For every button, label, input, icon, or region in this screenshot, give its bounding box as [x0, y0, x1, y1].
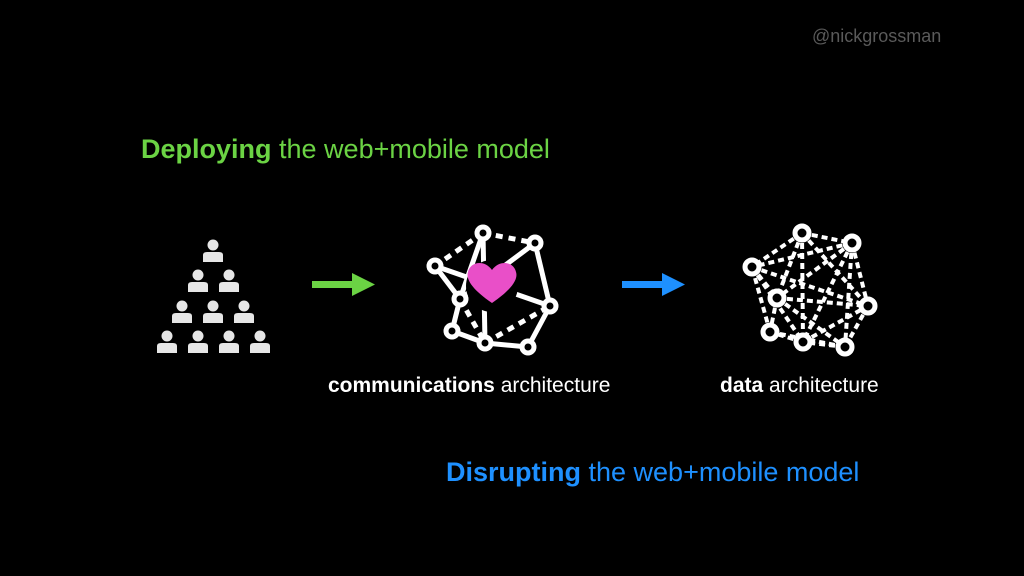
- mesh-link: [750, 231, 804, 269]
- top-headline-rest: the web+mobile model: [271, 134, 550, 164]
- mesh-link: [843, 305, 870, 348]
- mesh-link: [802, 304, 869, 344]
- caption-rest: architecture: [494, 374, 611, 397]
- bottom-headline-rest: the web+mobile model: [581, 457, 860, 487]
- network-heart-icon: [426, 224, 559, 356]
- author-handle: @nickgrossman: [812, 26, 942, 46]
- mesh-node: [858, 296, 878, 316]
- mesh-node: [793, 332, 813, 352]
- network-node: [426, 257, 444, 275]
- mesh-link: [801, 242, 854, 343]
- network-node: [474, 224, 492, 242]
- person-icon: [219, 330, 239, 353]
- network-link: [532, 242, 553, 307]
- mesh-node: [835, 337, 855, 357]
- mesh-link: [775, 232, 804, 299]
- person-icon: [188, 330, 208, 353]
- mesh-link: [850, 242, 870, 307]
- caption-bold: communications: [328, 374, 495, 397]
- network-node: [443, 322, 461, 340]
- network-node: [541, 297, 559, 315]
- mesh-link: [775, 296, 847, 349]
- network-link-dashed: [433, 230, 485, 269]
- top-headline: Deploying the web+mobile model: [141, 134, 550, 165]
- person-icon: [219, 269, 239, 292]
- person-icon: [203, 239, 223, 262]
- caption-bold: data: [720, 374, 764, 397]
- mesh-network-icon: [742, 223, 878, 357]
- communications-caption: communications architecture: [328, 374, 610, 398]
- mesh-link: [843, 242, 854, 348]
- top-headline-bold: Deploying: [141, 134, 272, 164]
- bottom-headline: Disrupting the web+mobile model: [446, 457, 859, 488]
- arrow-right-icon: [312, 273, 375, 296]
- person-icon: [234, 300, 254, 323]
- mesh-link: [800, 231, 870, 308]
- network-link-dashed: [482, 230, 536, 246]
- network-node: [526, 234, 544, 252]
- people-pyramid-icon: [157, 239, 270, 353]
- mesh-link: [751, 265, 869, 308]
- data-caption: data architecture: [720, 374, 879, 398]
- mesh-node: [742, 257, 762, 277]
- person-icon: [203, 300, 223, 323]
- mesh-link: [776, 296, 869, 308]
- arrow-right-icon: [622, 273, 685, 296]
- person-icon: [188, 269, 208, 292]
- person-icon: [250, 330, 270, 353]
- heart-icon: [467, 263, 517, 303]
- mesh-link: [750, 266, 772, 333]
- mesh-link: [775, 241, 854, 300]
- bottom-headline-bold: Disrupting: [446, 457, 581, 487]
- person-icon: [157, 330, 177, 353]
- mesh-node: [792, 223, 812, 243]
- mesh-link: [800, 232, 805, 343]
- mesh-link: [769, 330, 846, 349]
- mesh-node: [842, 233, 862, 253]
- person-icon: [172, 300, 192, 323]
- network-node: [476, 334, 494, 352]
- mesh-node: [767, 288, 787, 308]
- mesh-node: [760, 322, 780, 342]
- caption-rest: architecture: [763, 374, 879, 397]
- network-node: [519, 338, 537, 356]
- network-node: [451, 290, 469, 308]
